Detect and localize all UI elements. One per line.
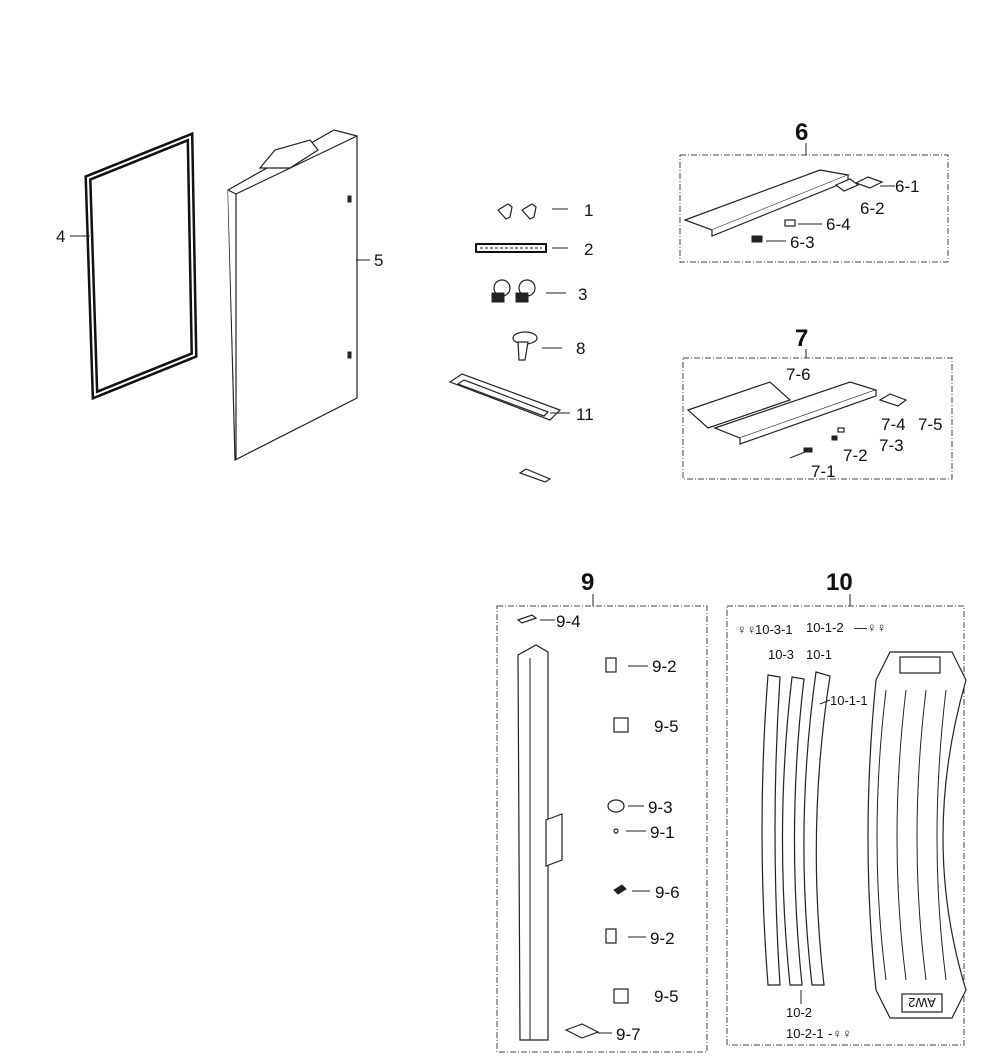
label-7-6: 7-6	[786, 365, 811, 384]
hinge-7-part	[686, 381, 908, 459]
label-10-1: 10-1	[806, 647, 832, 662]
label-7-3: 7-3	[879, 436, 904, 455]
group-9-box	[496, 605, 708, 1053]
screw-part	[491, 279, 536, 303]
label-7-5: 7-5	[918, 415, 943, 434]
label-9-4: 9-4	[556, 612, 581, 631]
label-3: 3	[578, 285, 587, 304]
label-9-2a: 9-2	[652, 657, 677, 676]
handle-cover-part	[448, 373, 562, 483]
label-8: 8	[576, 339, 585, 358]
pin-part	[497, 203, 537, 220]
label-6-1: 6-1	[895, 177, 920, 196]
label-5: 5	[374, 251, 383, 270]
door-panel-part	[227, 129, 358, 461]
door-gasket-part	[84, 131, 198, 401]
hinge-6-part	[683, 169, 884, 243]
label-7-2: 7-2	[843, 446, 868, 465]
embossed-logo-text: AW2	[908, 995, 936, 1010]
cap-part	[607, 799, 625, 813]
label-4: 4	[56, 227, 65, 246]
bracket-part	[613, 717, 629, 733]
door-bins-part	[761, 651, 967, 1019]
label-9-3: 9-3	[648, 798, 673, 817]
group-10-box	[726, 605, 965, 1046]
group-6-title: 6	[795, 119, 808, 146]
label-6-2: 6-2	[860, 199, 885, 218]
pin-9-1-part	[613, 828, 619, 834]
label-9-6: 9-6	[655, 883, 680, 902]
label-10-2: 10-2	[786, 1005, 812, 1020]
group-6-box	[679, 154, 949, 263]
label-11: 11	[576, 405, 594, 424]
door-frame-part	[516, 614, 600, 1041]
label-9-2b: 9-2	[650, 929, 675, 948]
strip-part	[475, 243, 547, 253]
label-1: 1	[584, 201, 593, 220]
group-10-title: 10	[826, 569, 853, 596]
bracket-part-2	[613, 988, 629, 1004]
screw-10-1-2-icon: —♀♀	[854, 620, 887, 635]
label-10-2-1: 10-2-1	[786, 1026, 824, 1041]
screw-10-2-1-icon: -♀♀	[828, 1026, 852, 1041]
label-9-7: 9-7	[616, 1025, 641, 1044]
embossed-logo	[901, 993, 943, 1013]
label-10-3: 10-3	[768, 647, 794, 662]
group-9-title: 9	[581, 569, 594, 596]
spring-part	[613, 884, 627, 895]
label-10-1-2: 10-1-2	[806, 620, 844, 635]
label-2: 2	[584, 240, 593, 259]
label-10-3-1: 10-3-1	[755, 622, 793, 637]
label-9-1: 9-1	[650, 823, 675, 842]
bolt-part	[512, 331, 538, 361]
clip-part-2	[605, 928, 617, 944]
clip-part	[605, 657, 617, 673]
label-9-5a: 9-5	[654, 717, 679, 736]
label-6-4: 6-4	[826, 215, 851, 234]
group-7-title: 7	[795, 325, 808, 352]
label-7-4: 7-4	[881, 415, 906, 434]
group-7-box	[682, 357, 953, 480]
screw-10-3-1-icon: ♀♀	[737, 622, 757, 637]
label-10-1-1: 10-1-1	[830, 693, 868, 708]
label-6-3: 6-3	[790, 233, 815, 252]
label-9-5b: 9-5	[654, 987, 679, 1006]
label-7-1: 7-1	[811, 462, 836, 481]
